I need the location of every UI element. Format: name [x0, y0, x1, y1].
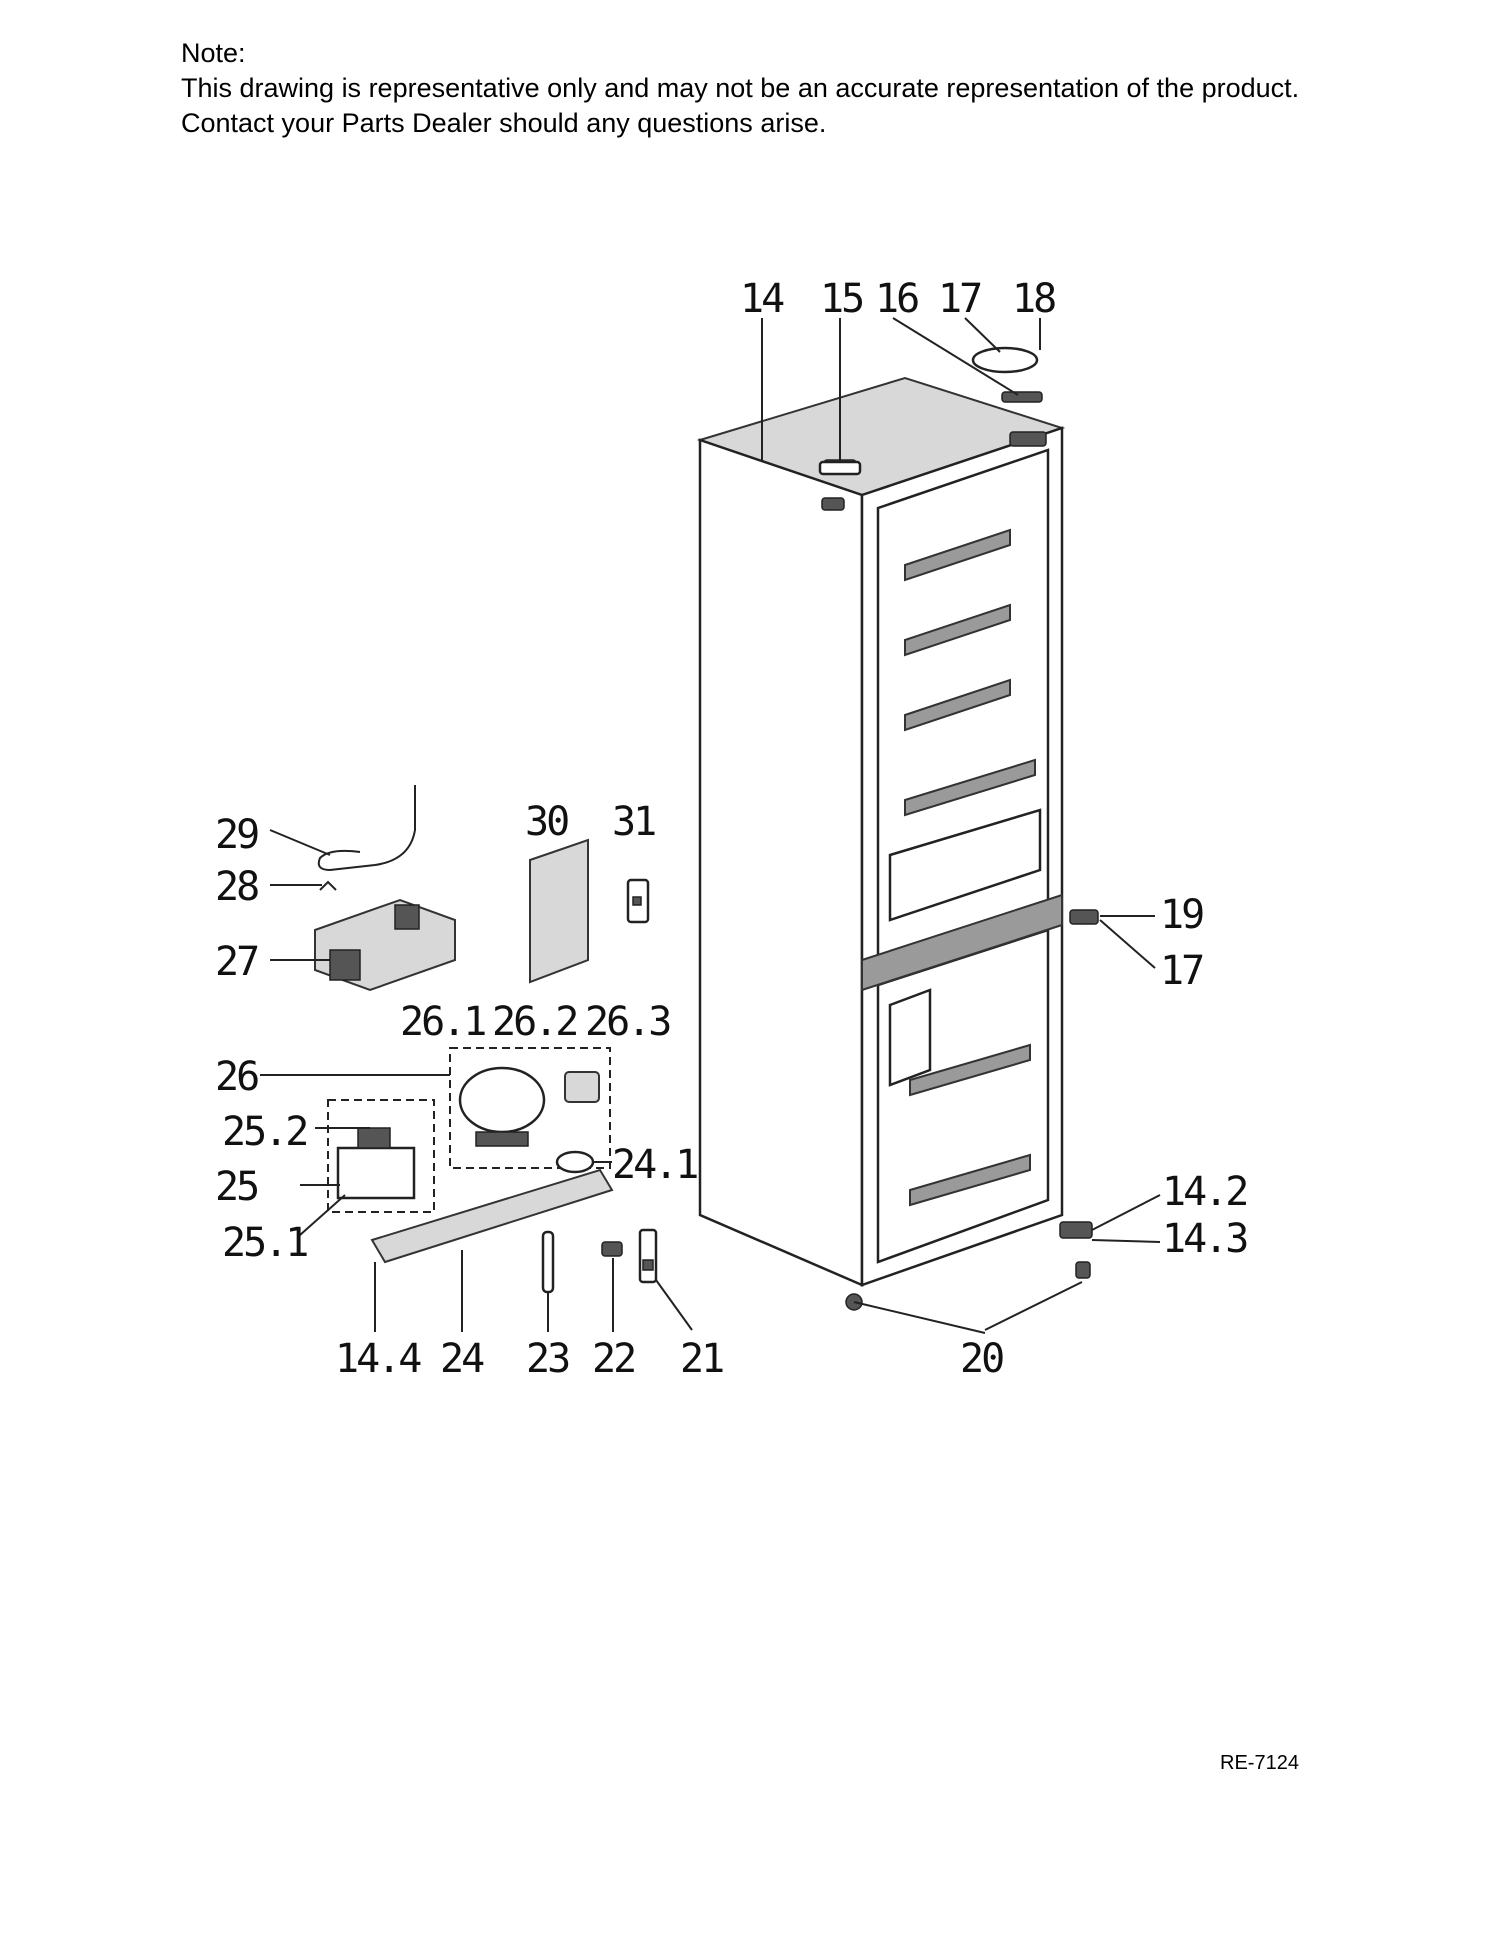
callout-16: 16	[875, 276, 918, 322]
compressor-26	[449, 1047, 611, 1169]
callout-25-1: 25.1	[222, 1220, 307, 1266]
callout-24: 24	[440, 1336, 484, 1382]
callout-24-1: 24.1	[612, 1142, 697, 1188]
callout-26-3: 26.3	[585, 999, 670, 1045]
callout-25: 25	[215, 1164, 257, 1210]
leader-lines	[260, 317, 1161, 1334]
callout-26-1: 26.1	[400, 999, 485, 1045]
drawing-code: RE-7124	[1220, 1752, 1299, 1774]
ice-maker-27	[314, 898, 456, 992]
callout-14-3: 14.3	[1162, 1216, 1247, 1262]
callout-23: 23	[526, 1336, 569, 1382]
callout-20: 20	[960, 1336, 1003, 1382]
callout-29: 29	[215, 812, 258, 858]
callout-15: 15	[820, 276, 862, 322]
callout-19: 19	[1160, 892, 1203, 938]
ice-tray-30	[529, 838, 589, 984]
callout-14-2: 14.2	[1162, 1169, 1246, 1215]
small-parts-21-23	[541, 1228, 658, 1294]
fan-motor-25	[327, 1099, 435, 1213]
note-heading: Note:	[181, 38, 246, 68]
callout-17-side: 17	[1160, 948, 1203, 994]
refrigerator-cabinet	[696, 376, 1099, 1311]
callout-31: 31	[612, 799, 655, 845]
note-line-1: This drawing is representative only and …	[181, 73, 1300, 103]
callout-26-2: 26.2	[492, 999, 576, 1045]
callout-25-2: 25.2	[222, 1109, 306, 1155]
disclaimer-note: Note: This drawing is representative onl…	[181, 36, 1299, 141]
part-28	[319, 880, 337, 891]
callout-17-top: 17	[938, 276, 981, 322]
top-hinge-parts	[818, 346, 1043, 476]
callout-28: 28	[215, 864, 258, 910]
callout-14: 14	[740, 276, 784, 322]
callout-14-4: 14.4	[335, 1336, 421, 1382]
callout-18: 18	[1012, 276, 1055, 322]
part-31	[626, 878, 650, 924]
callout-30: 30	[525, 799, 568, 845]
callout-21: 21	[680, 1336, 723, 1382]
callout-27: 27	[215, 939, 258, 985]
callout-22: 22	[592, 1336, 634, 1382]
water-tube-29	[317, 785, 416, 872]
callout-labels: 14 15 16 17 18 19 17 14.2 14.3 20 21 22 …	[215, 276, 1250, 1382]
callout-26: 26	[215, 1054, 258, 1100]
note-line-2: Contact your Parts Dealer should any que…	[181, 108, 827, 138]
